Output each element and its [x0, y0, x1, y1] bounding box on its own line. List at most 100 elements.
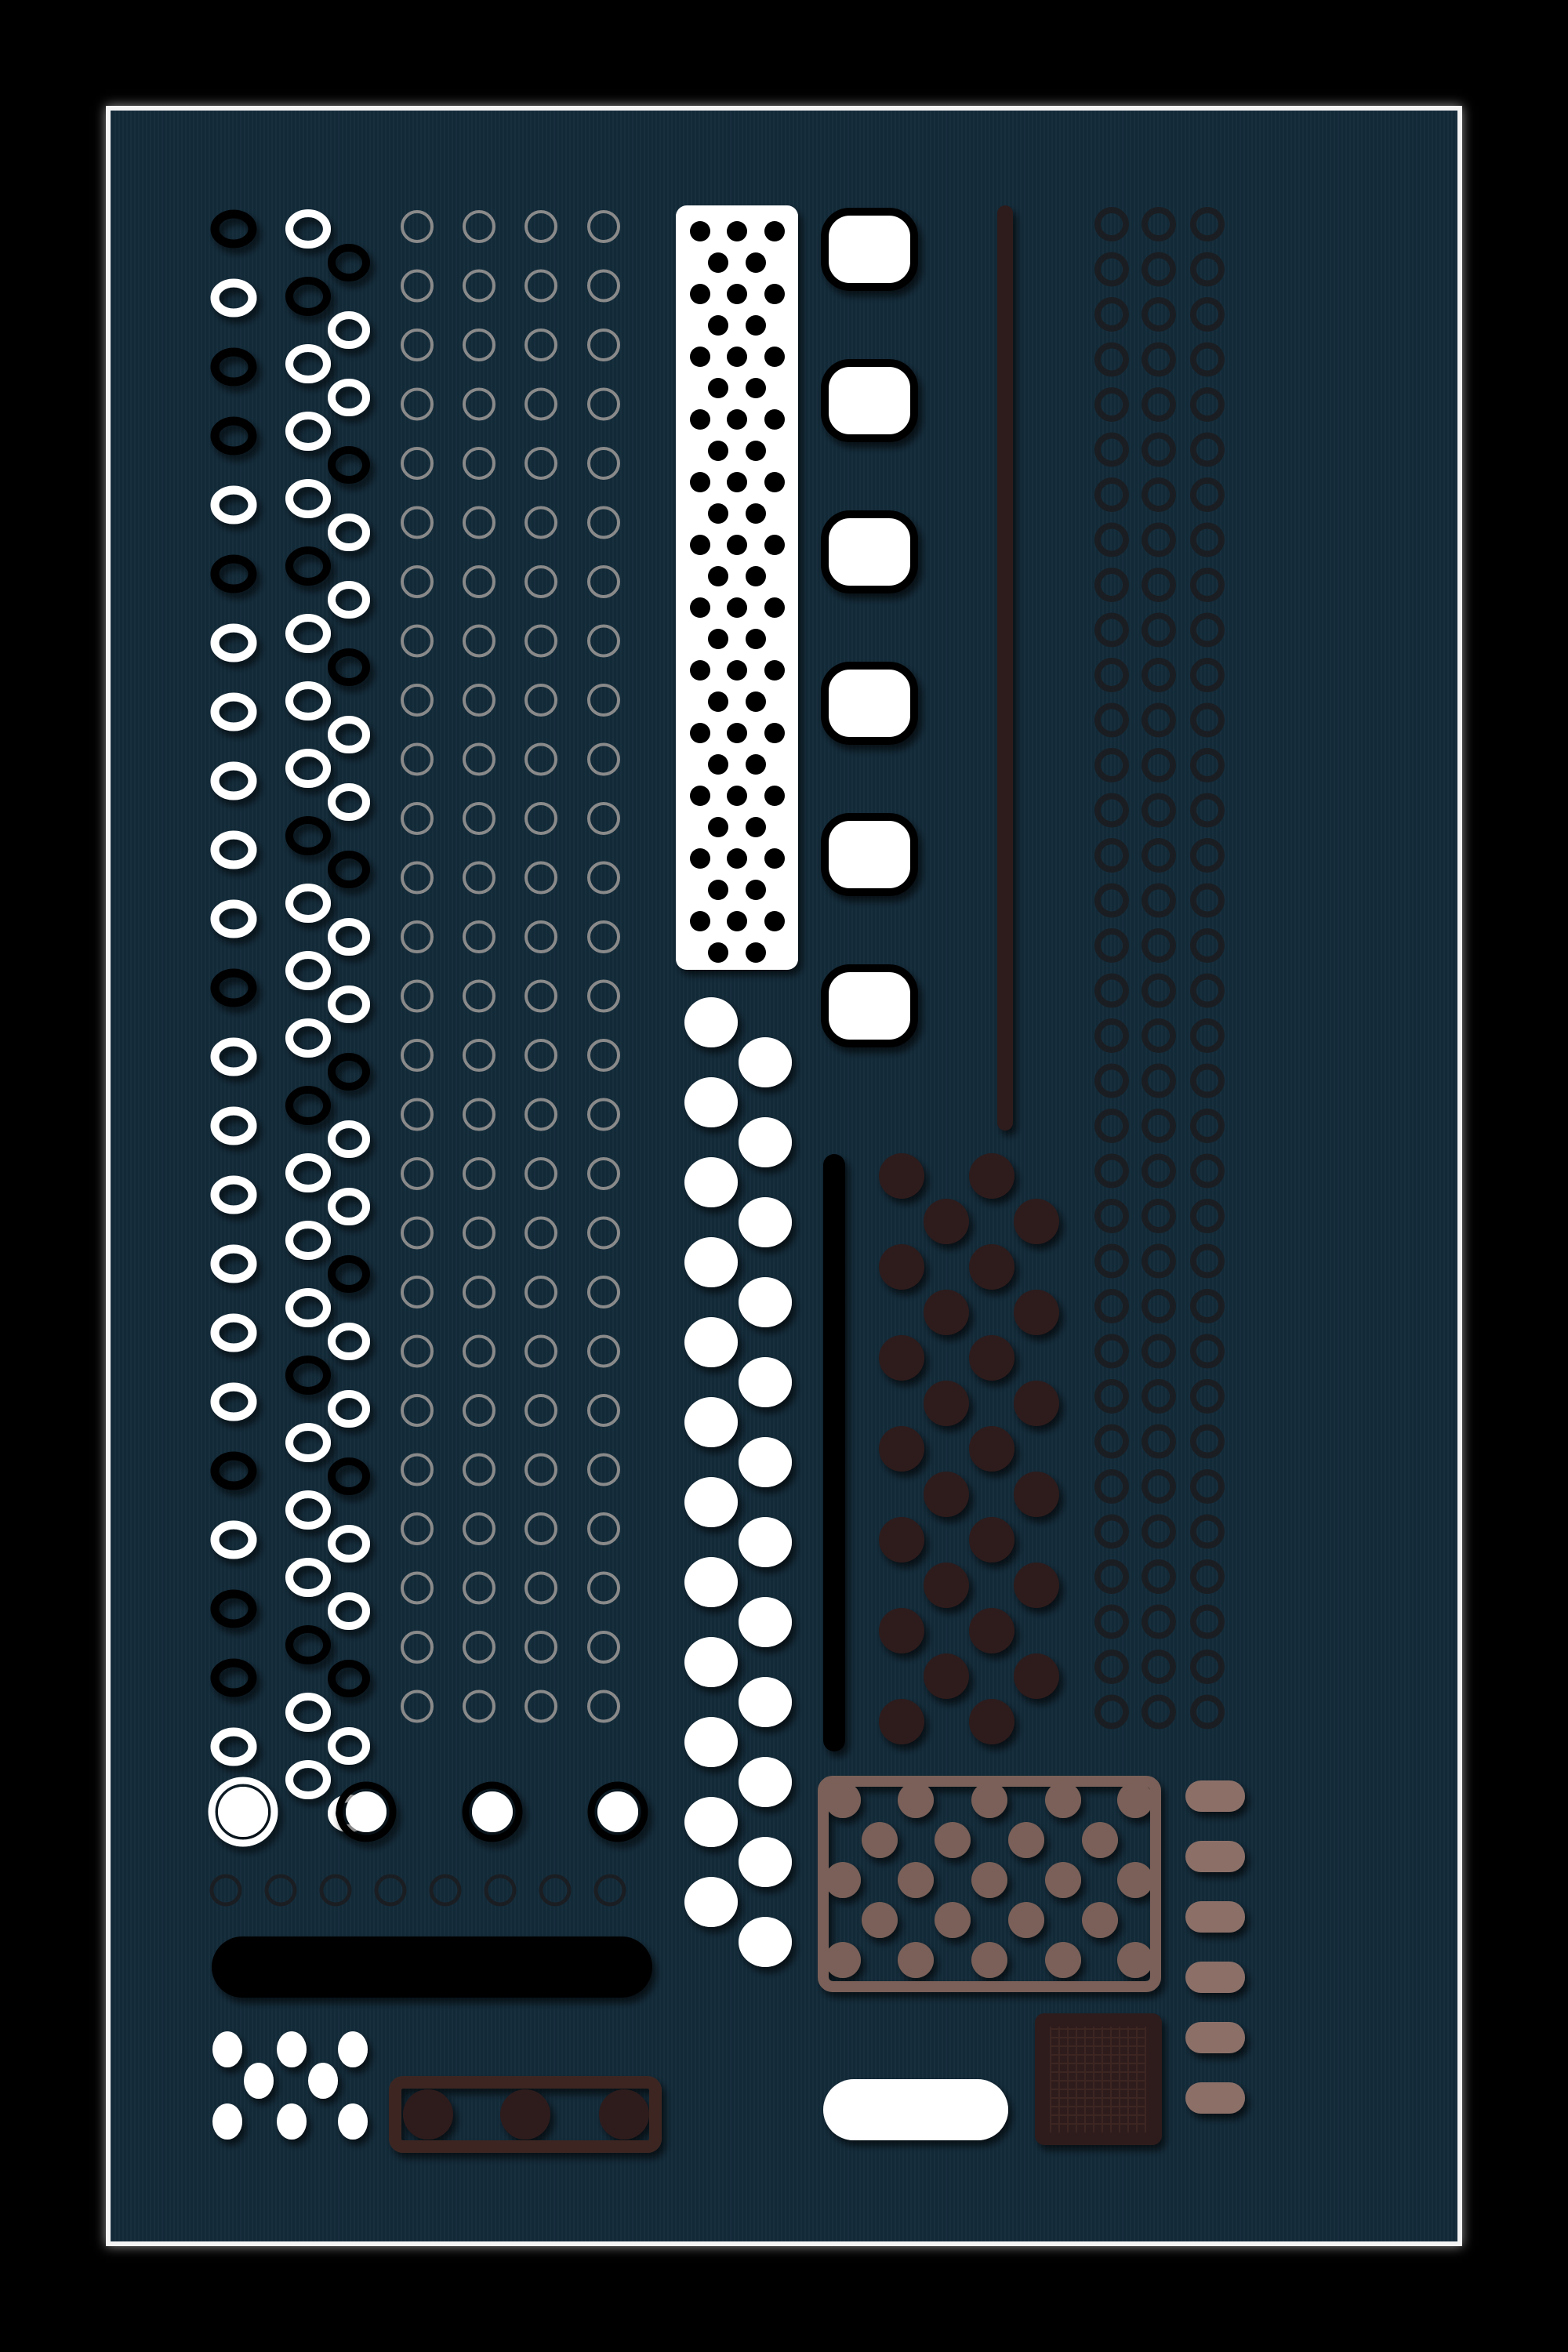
dark-ring	[1094, 612, 1129, 648]
gray-ring	[401, 861, 434, 895]
brown-dot	[924, 1381, 969, 1426]
gray-ring	[463, 328, 495, 361]
oval-ring-column-left	[210, 209, 257, 1766]
oval-ring	[210, 1520, 257, 1559]
brown-dot	[1014, 1381, 1059, 1426]
dark-ring	[1190, 1424, 1225, 1459]
strip-hole	[727, 786, 747, 806]
oval-ring	[210, 1589, 257, 1628]
gray-ring	[587, 1276, 620, 1308]
gray-ring	[463, 684, 495, 717]
oval-ring	[285, 1760, 331, 1799]
oval-ring	[210, 1658, 257, 1697]
dark-ring	[1094, 1604, 1129, 1639]
oval-ring	[210, 1313, 257, 1352]
dark-ring	[1190, 883, 1225, 918]
oval-ring	[210, 1175, 257, 1214]
grid-dot	[1117, 1782, 1153, 1818]
dark-ring	[429, 1874, 462, 1907]
oval-ring	[328, 244, 370, 281]
perforated-strip	[676, 205, 798, 970]
dark-ring-grid	[1094, 207, 1225, 1730]
strip-hole	[690, 221, 710, 241]
gray-ring	[401, 742, 434, 776]
white-dot	[684, 1077, 738, 1127]
dark-ring	[1142, 252, 1176, 287]
dark-ring	[1142, 838, 1176, 873]
dark-ring	[1190, 477, 1225, 512]
gray-ring	[401, 328, 434, 361]
strip-hole	[690, 660, 710, 681]
gray-ring	[401, 624, 434, 658]
dark-ring	[1190, 387, 1225, 422]
strip-hole	[746, 754, 766, 775]
grid-dot	[898, 1862, 934, 1898]
rounded-socket	[821, 510, 918, 593]
dark-ring	[1142, 658, 1176, 692]
dark-ring	[1094, 973, 1129, 1008]
strip-hole	[746, 691, 766, 712]
dark-ring	[1094, 1289, 1129, 1323]
strip-hole	[764, 221, 785, 241]
large-ring	[587, 1781, 648, 1842]
gray-ring	[463, 387, 495, 421]
gray-ring	[401, 210, 434, 243]
grid-dot	[825, 1942, 861, 1978]
rounded-socket	[821, 662, 918, 745]
dark-ring	[1094, 568, 1129, 602]
gray-ring	[587, 624, 620, 658]
white-dot	[684, 1477, 738, 1527]
dark-ring	[1190, 1604, 1225, 1639]
gray-ring	[463, 1512, 495, 1545]
gray-ring	[401, 1157, 434, 1190]
strip-body	[676, 205, 798, 970]
dark-ring	[1094, 1018, 1129, 1053]
oval-ring	[285, 1625, 331, 1664]
dark-ring	[1190, 297, 1225, 332]
strip-hole	[746, 503, 766, 524]
white-dot	[684, 1797, 738, 1847]
oval-ring	[285, 209, 331, 249]
gray-ring	[524, 1631, 557, 1664]
dark-ring	[1190, 612, 1225, 648]
brown-dot	[924, 1472, 969, 1517]
white-dot	[739, 1757, 792, 1807]
ring-fill	[346, 1791, 387, 1832]
dark-ring	[1190, 252, 1225, 287]
gray-ring	[401, 1098, 434, 1131]
white-dot	[739, 1277, 792, 1327]
dark-ring	[1142, 1424, 1176, 1459]
gray-ring	[524, 1453, 557, 1486]
oval-ring	[210, 761, 257, 800]
gray-ring	[463, 1216, 495, 1250]
oval-ring	[328, 918, 370, 956]
oval-ring	[285, 614, 331, 653]
oval-ring	[328, 1457, 370, 1495]
brown-dot	[924, 1290, 969, 1335]
oval-ring	[285, 884, 331, 923]
strip-hole	[727, 660, 747, 681]
dark-ring	[1142, 1379, 1176, 1414]
strip-hole	[690, 347, 710, 367]
gray-ring	[587, 1216, 620, 1250]
white-dot	[739, 1437, 792, 1487]
dark-ring	[1094, 1694, 1129, 1730]
grid-dot	[971, 1942, 1007, 1978]
pill-stack	[1185, 1780, 1245, 2114]
dark-ring	[1190, 522, 1225, 557]
rounded-socket	[821, 813, 918, 896]
strip-hole	[708, 691, 728, 712]
dark-ring	[1190, 1379, 1225, 1414]
gray-ring	[401, 920, 434, 953]
gray-ring	[587, 1631, 620, 1664]
oval-ring	[285, 681, 331, 720]
dark-ring	[1190, 1650, 1225, 1684]
dark-ring	[1190, 432, 1225, 467]
dark-ring	[1190, 1469, 1225, 1504]
strip-hole	[690, 409, 710, 430]
gray-ring	[524, 210, 557, 243]
dark-ring	[1190, 1018, 1225, 1053]
dark-ring	[1142, 1289, 1176, 1323]
white-dot	[739, 1597, 792, 1647]
